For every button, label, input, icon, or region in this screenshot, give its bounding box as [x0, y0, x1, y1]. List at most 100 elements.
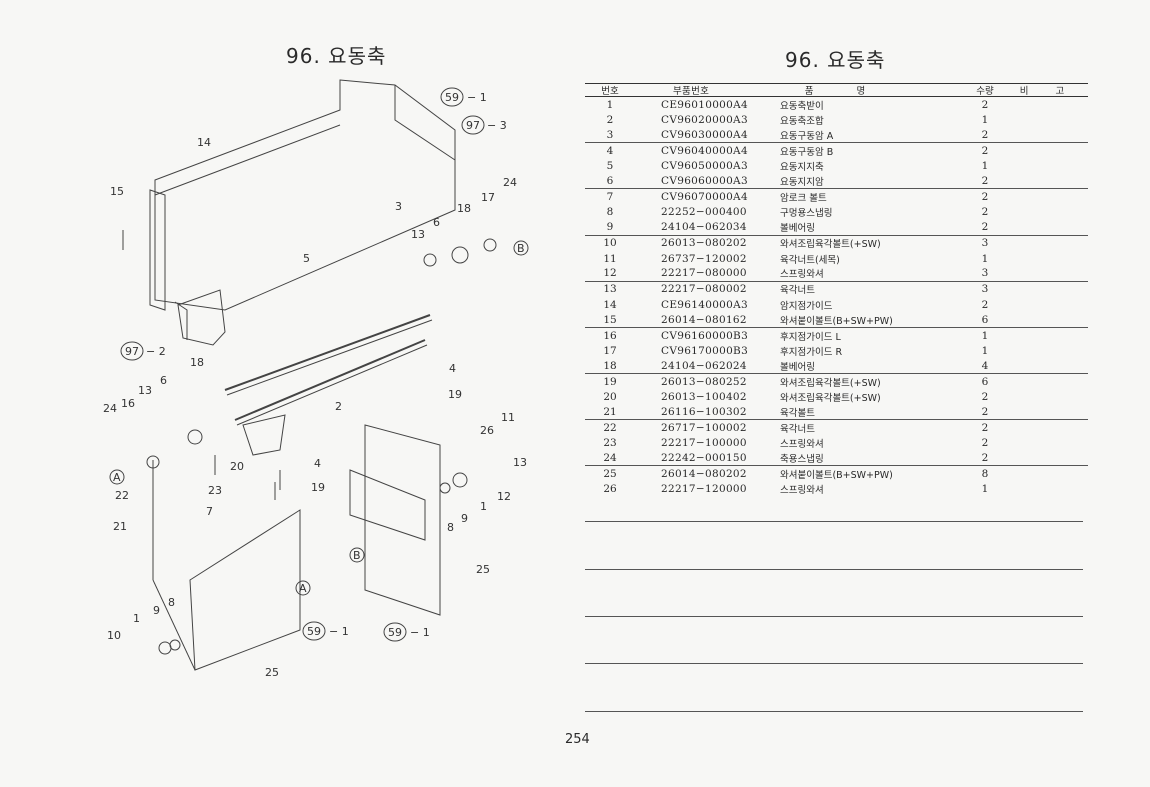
cell-no: 4: [606, 144, 614, 157]
svg-text:13: 13: [138, 384, 152, 397]
page-number: 254: [565, 732, 590, 747]
cell-part-name: 스프링와셔: [780, 269, 824, 281]
svg-text:13: 13: [513, 456, 527, 469]
cell-qty: 3: [981, 267, 989, 280]
cell-qty: 2: [981, 144, 989, 157]
cell-part-name: 와셔붙이볼트(B+SW+PW): [780, 315, 893, 327]
cell-no: 20: [603, 391, 617, 404]
cell-part-name: 육각볼트: [780, 408, 815, 419]
svg-text:− 1: − 1: [467, 91, 487, 104]
cell-part-number: CE96010000A4: [661, 98, 749, 111]
svg-text:− 3: − 3: [487, 119, 507, 132]
header-part-name: 품 명: [804, 86, 886, 97]
svg-text:24: 24: [103, 402, 117, 415]
cell-part-name: 스프링와셔: [780, 485, 824, 497]
cell-no: 21: [603, 406, 617, 418]
table-header: 번호 부품번호 품 명 수량 비 고: [585, 84, 1088, 97]
cell-part-name: 요동축받이: [780, 100, 824, 112]
cell-qty: 2: [981, 437, 989, 450]
cell-qty: 2: [981, 221, 989, 234]
cell-part-name: 와셔붙이볼트(B+SW+PW): [780, 470, 893, 482]
cell-qty: 3: [981, 237, 989, 250]
shaft-2: [234, 339, 426, 421]
cell-part-number: CV96160000B3: [661, 329, 749, 342]
svg-text:6: 6: [433, 216, 440, 229]
cell-part-name: 구멍용스냅링: [780, 208, 833, 220]
cell-qty: 1: [981, 252, 989, 265]
callout-97-top: 97: [466, 119, 480, 132]
cell-no: 1: [606, 98, 614, 111]
blank-line: [585, 711, 1083, 712]
cell-part-number: CV96060000A3: [661, 175, 748, 188]
callout-b-right: B: [517, 242, 525, 255]
cell-qty: 2: [981, 128, 989, 141]
cell-no: 2: [606, 114, 614, 127]
svg-text:− 1: − 1: [410, 626, 430, 639]
svg-text:9: 9: [461, 512, 468, 525]
cell-part-number: 26717−100002: [661, 421, 747, 434]
cell-part-name: 볼베어링: [780, 223, 815, 235]
svg-text:16: 16: [121, 397, 135, 410]
cell-part-number: CV96030000A4: [661, 128, 748, 141]
cell-part-name: 암지점가이드: [780, 300, 833, 312]
svg-text:14: 14: [197, 136, 211, 149]
svg-text:20: 20: [230, 460, 244, 473]
cell-part-number: 24104−062024: [661, 359, 747, 372]
cell-no: 25: [603, 468, 617, 481]
cell-no: 26: [603, 483, 617, 496]
cell-qty: 1: [981, 329, 989, 342]
cell-part-name: 스프링와셔: [780, 439, 824, 451]
cell-qty: 1: [981, 344, 989, 357]
svg-text:2: 2: [335, 400, 342, 413]
parts-list-title: 96. 요동축: [785, 48, 886, 72]
diagram-title: 96. 요동축: [286, 44, 387, 68]
cell-part-number: 26013−100402: [661, 391, 747, 404]
blank-line: [585, 521, 1083, 522]
svg-text:1: 1: [133, 612, 140, 625]
cell-no: 24: [603, 452, 617, 465]
cell-no: 3: [606, 128, 614, 141]
cell-qty: 2: [981, 98, 989, 111]
cell-part-name: 후지점가이드 R: [780, 346, 843, 358]
cell-part-number: 26116−100302: [661, 406, 747, 418]
cell-part-name: 후지점가이드 L: [780, 331, 841, 343]
cell-qty: 6: [981, 313, 989, 326]
cell-qty: 2: [981, 391, 989, 404]
cell-part-name: 육각너트: [780, 423, 815, 435]
cell-part-number: 22217−080002: [661, 283, 747, 296]
cell-part-number: CV96020000A3: [661, 114, 748, 127]
cell-part-number: CV96050000A3: [661, 160, 748, 173]
svg-text:10: 10: [107, 629, 121, 642]
callout-59-top: 59: [445, 91, 459, 104]
cell-qty: 2: [981, 452, 989, 465]
cell-part-number: 26014−080202: [661, 468, 747, 481]
header-note: 비 고: [1019, 86, 1077, 97]
cell-part-name: 육각너트: [780, 285, 815, 297]
svg-text:15: 15: [110, 185, 124, 198]
svg-text:25: 25: [265, 666, 279, 679]
header-part-number: 부품번호: [673, 86, 710, 97]
cell-part-name: 암로크 볼트: [780, 193, 827, 205]
cell-part-number: 24104−062034: [661, 221, 747, 234]
cell-part-name: 요동지지축: [780, 162, 824, 174]
callout-97-left: 97: [125, 345, 139, 358]
cell-part-name: 와셔조립육각볼트(+SW): [780, 239, 881, 251]
cell-part-number: 26737−120002: [661, 252, 747, 265]
svg-text:11: 11: [501, 411, 515, 424]
cell-qty: 6: [981, 375, 989, 388]
cell-no: 10: [603, 237, 617, 250]
